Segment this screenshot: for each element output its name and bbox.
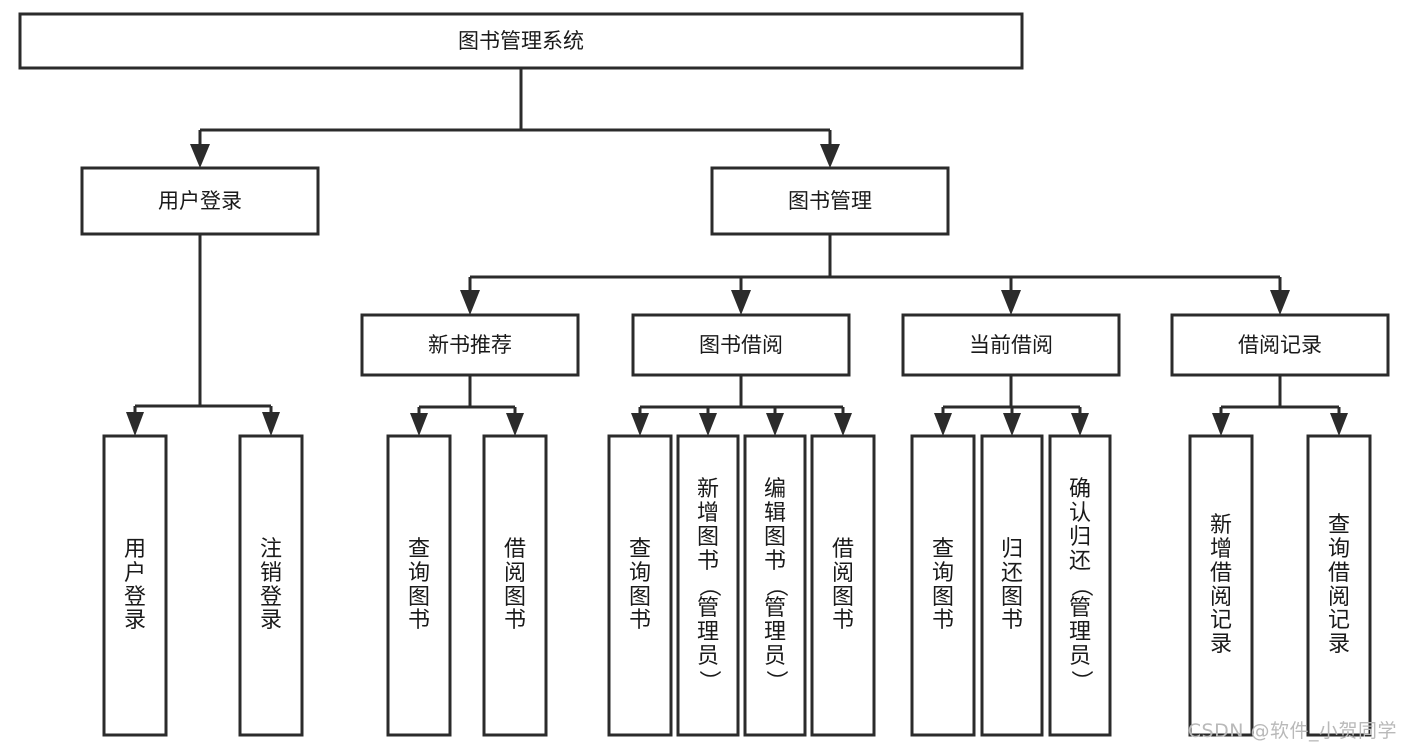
node-new-book-rec-label: 新书推荐	[428, 333, 512, 357]
arrow-to-leaf-query-book-2	[631, 413, 649, 436]
node-leaf-user-logout-box[interactable]	[238, 434, 304, 737]
node-leaf-borrow-book-2-box[interactable]	[810, 434, 876, 737]
node-book-borrow-box[interactable]	[631, 313, 851, 377]
connectors-user-login-to-leaves	[126, 234, 280, 436]
node-leaf-query-book-3-box[interactable]	[910, 434, 976, 737]
leaf-boxes-group	[102, 434, 1372, 737]
node-leaf-user-login-box[interactable]	[102, 434, 168, 737]
node-leaf-confirm-return-box[interactable]	[1048, 434, 1112, 737]
arrow-to-leaf-borrow-book-2	[834, 413, 852, 436]
node-user-login-label: 用户登录	[158, 189, 242, 213]
connectors-new-book-rec-to-leaves	[410, 375, 524, 436]
connectors-book-borrow-to-leaves	[631, 375, 852, 436]
node-current-borrow-label: 当前借阅	[969, 333, 1053, 357]
arrow-to-book-manage	[820, 144, 840, 168]
arrow-to-current-borrow	[1001, 290, 1021, 315]
node-leaf-add-book-box[interactable]	[676, 434, 740, 737]
arrow-to-leaf-query-book-1	[410, 413, 428, 436]
node-book-manage-label: 图书管理	[788, 189, 872, 213]
connectors-borrow-record-to-leaves	[1212, 375, 1348, 436]
node-borrow-record-label: 借阅记录	[1238, 333, 1322, 357]
node-leaf-edit-book-box[interactable]	[743, 434, 807, 737]
node-book-manage[interactable]: 图书管理	[710, 166, 950, 236]
arrow-to-leaf-edit-book	[766, 413, 784, 436]
arrow-to-new-book-rec	[460, 290, 480, 315]
node-leaf-add-record-box[interactable]	[1188, 434, 1254, 737]
node-root[interactable]: 图书管理系统	[18, 12, 1024, 70]
node-leaf-query-book-1-box[interactable]	[386, 434, 452, 737]
node-user-login-box[interactable]	[80, 166, 320, 236]
node-current-borrow-box[interactable]	[901, 313, 1121, 377]
node-new-book-rec-box[interactable]	[360, 313, 580, 377]
arrow-to-user-login	[190, 144, 210, 168]
arrow-to-leaf-query-record	[1330, 413, 1348, 436]
connectors-root-to-level2	[190, 68, 840, 168]
node-leaf-query-book-2-box[interactable]	[607, 434, 673, 737]
node-new-book-rec[interactable]: 新书推荐	[360, 313, 580, 377]
connectors-current-borrow-to-leaves	[934, 375, 1089, 436]
arrow-to-leaf-confirm-return	[1071, 413, 1089, 436]
node-root-box[interactable]	[18, 12, 1024, 70]
node-current-borrow[interactable]: 当前借阅	[901, 313, 1121, 377]
node-book-borrow-label: 图书借阅	[699, 333, 783, 357]
arrow-to-leaf-query-book-3	[934, 413, 952, 436]
node-root-label: 图书管理系统	[458, 29, 584, 53]
node-leaf-borrow-book-1-box[interactable]	[482, 434, 548, 737]
arrow-to-book-borrow	[731, 290, 751, 315]
arrow-to-leaf-add-book	[699, 413, 717, 436]
arrow-to-leaf-user-login	[126, 412, 144, 436]
arrow-to-borrow-record	[1270, 290, 1290, 315]
connectors-book-manage-to-level3	[460, 234, 1290, 315]
arrow-to-leaf-add-record	[1212, 413, 1230, 436]
node-borrow-record-box[interactable]	[1170, 313, 1390, 377]
node-leaf-query-record-box[interactable]	[1306, 434, 1372, 737]
arrow-to-leaf-borrow-book-1	[506, 413, 524, 436]
arrow-to-leaf-return-book	[1003, 413, 1021, 436]
node-user-login[interactable]: 用户登录	[80, 166, 320, 236]
node-borrow-record[interactable]: 借阅记录	[1170, 313, 1390, 377]
node-book-borrow[interactable]: 图书借阅	[631, 313, 851, 377]
arrow-to-leaf-user-logout	[262, 412, 280, 436]
node-leaf-return-book-box[interactable]	[980, 434, 1044, 737]
node-book-manage-box[interactable]	[710, 166, 950, 236]
